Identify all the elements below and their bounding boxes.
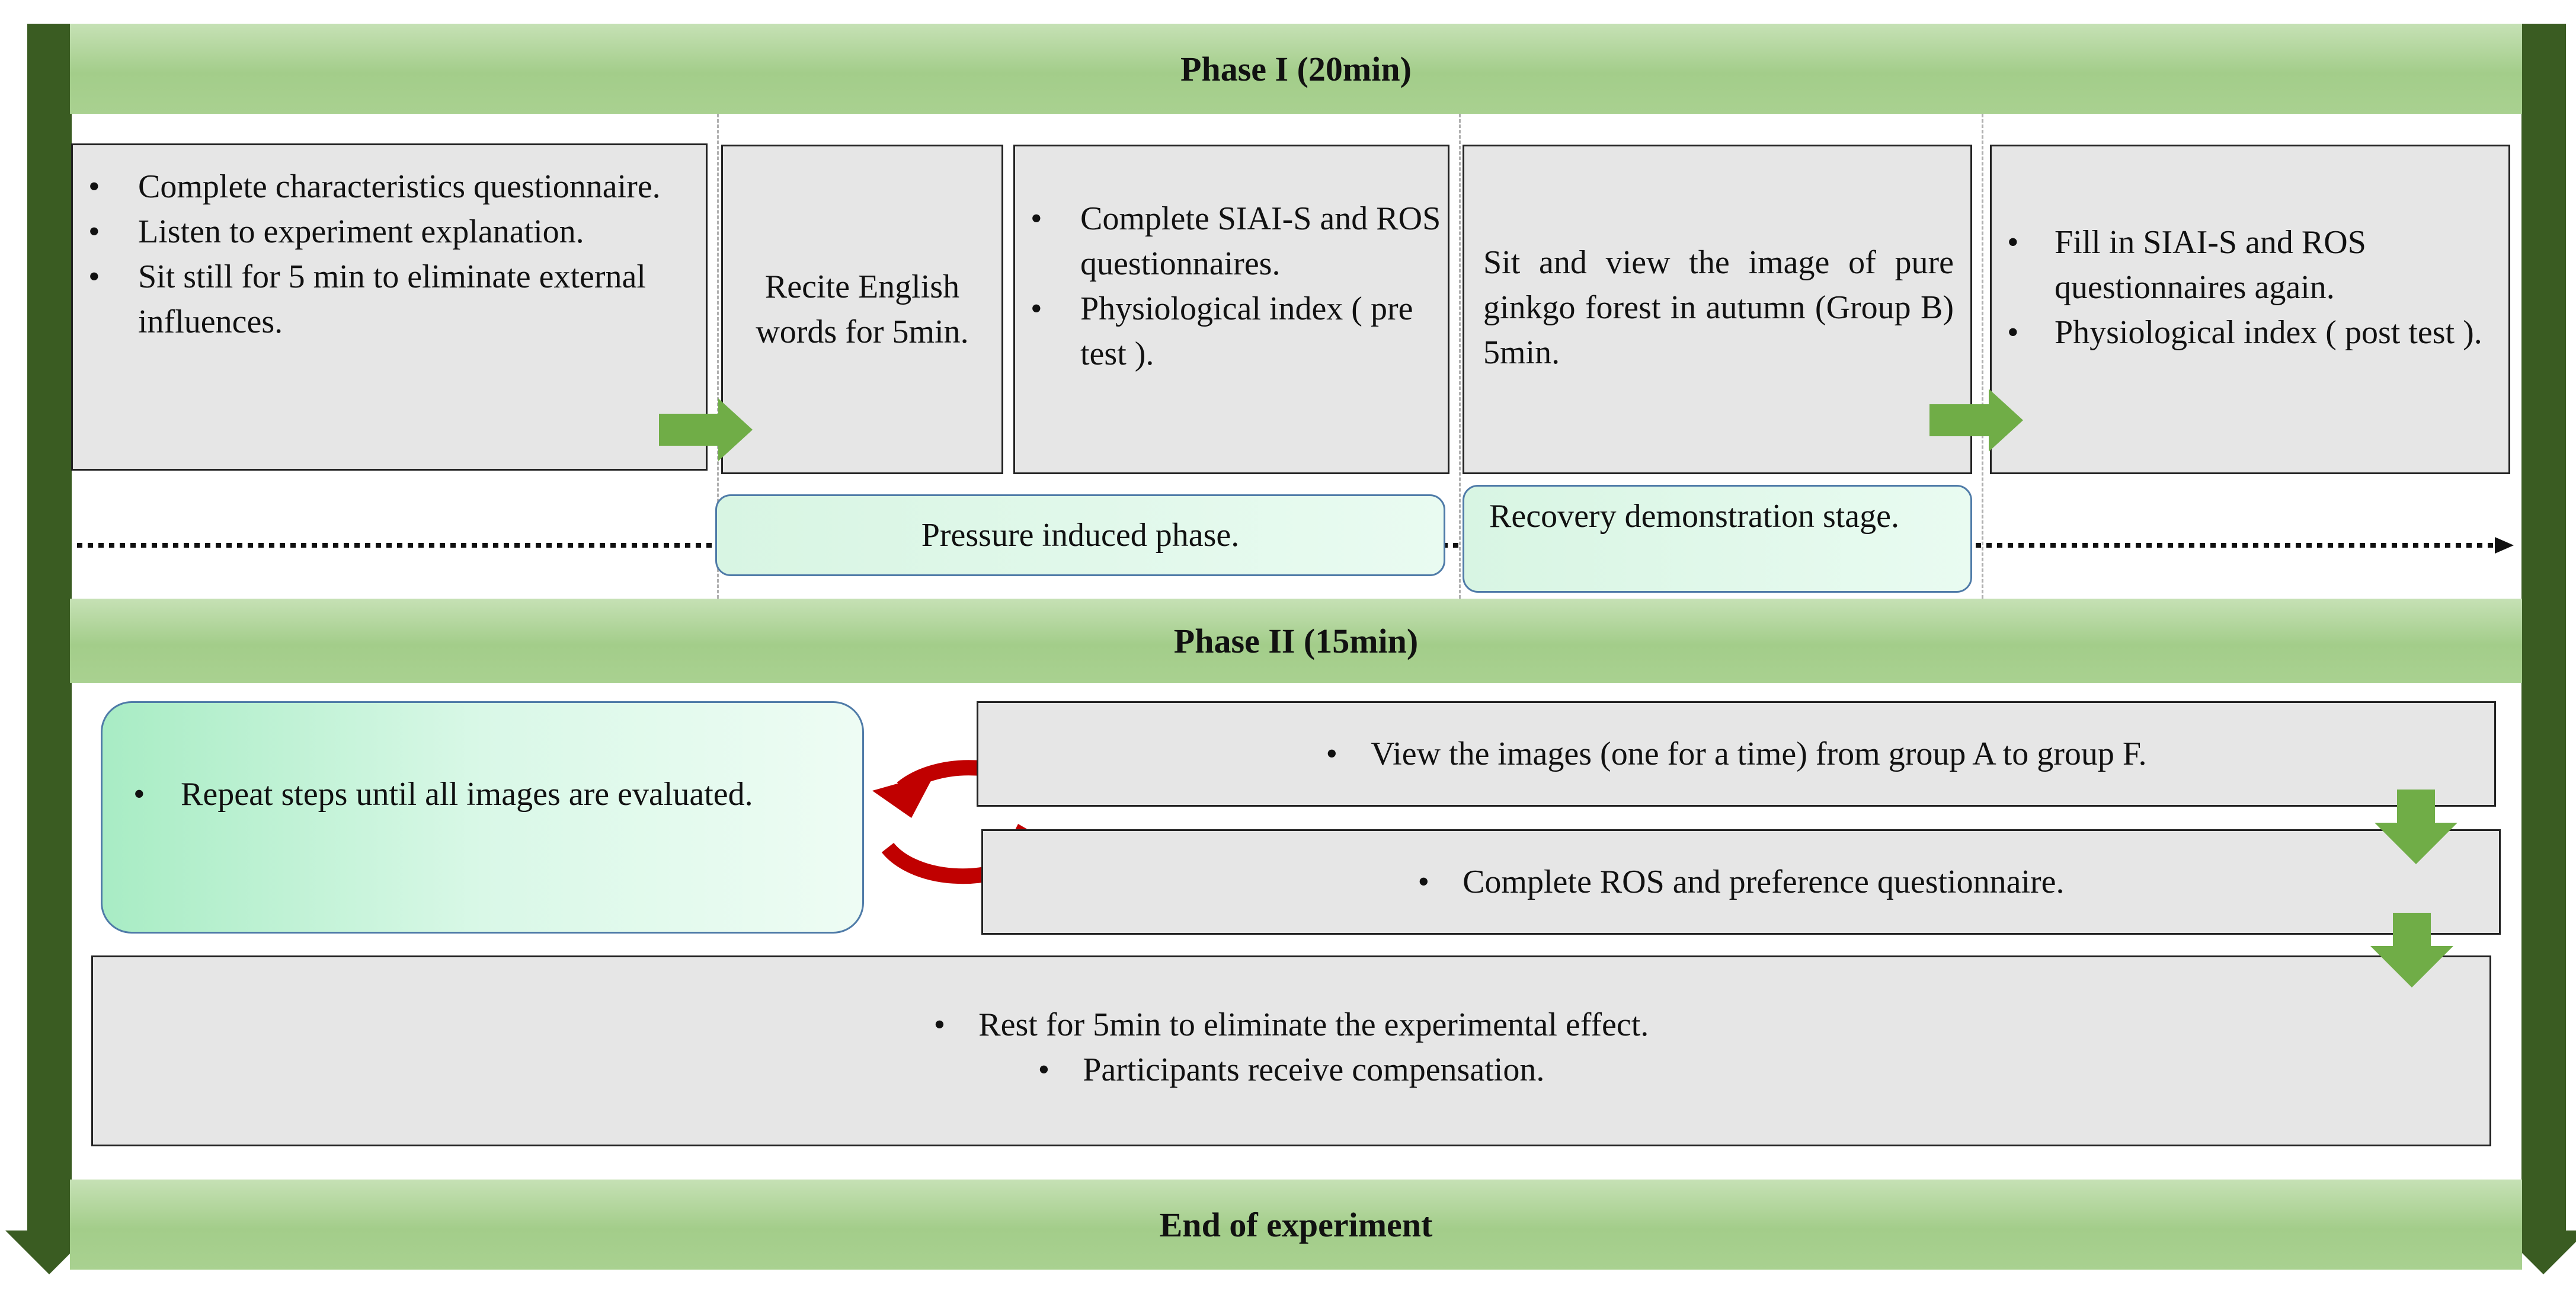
pre-test-step-box: Complete SIAI-S and ROS questionnaires. … xyxy=(1013,145,1449,474)
left-timeline-bar xyxy=(27,24,72,1233)
phase1-title: Phase I (20min) xyxy=(1180,49,1412,88)
recite-text: Recite English words for 5min. xyxy=(756,268,969,350)
characteristics-step-box: Complete characteristics questionnaire. … xyxy=(71,143,708,471)
rest-text: Rest for 5min to eliminate the experimen… xyxy=(978,1006,1649,1043)
step-item: Complete characteristics questionnaire. xyxy=(73,164,694,209)
end-header: End of experiment xyxy=(70,1180,2522,1270)
view-images-step-box: •View the images (one for a time) from g… xyxy=(977,701,2496,807)
step-item: Physiological index ( post test ). xyxy=(1992,310,2503,355)
view-ginkgo-step-box: Sit and view the image of pure ginkgo fo… xyxy=(1463,145,1972,474)
down-arrow-icon xyxy=(2375,790,2457,864)
step-item: Fill in SIAI-S and ROS questionnaires ag… xyxy=(1992,220,2503,310)
step-item: Listen to experiment explanation. xyxy=(73,209,694,254)
repeat-steps-box: Repeat steps until all images are evalua… xyxy=(101,701,864,934)
phase1-header: Phase I (20min) xyxy=(70,24,2522,114)
view-images-text: View the images (one for a time) from gr… xyxy=(1371,735,2147,772)
step-item: Complete SIAI-S and ROS questionnaires. xyxy=(1015,196,1442,286)
step-item: Repeat steps until all images are evalua… xyxy=(103,772,850,817)
rest-step-box: •Rest for 5min to eliminate the experime… xyxy=(91,955,2491,1146)
right-arrow-icon xyxy=(1929,389,2023,452)
ros-questionnaire-text: Complete ROS and preference questionnair… xyxy=(1463,863,2065,900)
end-title: End of experiment xyxy=(1159,1205,1433,1244)
recovery-stage-label: Recovery demonstration stage. xyxy=(1463,485,1972,593)
view-ginkgo-text: Sit and view the image of pure ginkgo fo… xyxy=(1483,244,1954,372)
step-item: Physiological index ( pre test ). xyxy=(1015,286,1442,376)
column-divider xyxy=(1982,114,1983,599)
step-item: Sit still for 5 min to eliminate externa… xyxy=(73,254,694,344)
phase2-header: Phase II (15min) xyxy=(70,599,2522,683)
recovery-stage-text: Recovery demonstration stage. xyxy=(1489,498,1900,535)
right-timeline-bar xyxy=(2521,24,2566,1233)
column-divider xyxy=(1459,114,1461,599)
right-arrow-icon xyxy=(659,398,753,461)
column-divider xyxy=(717,114,719,599)
pressure-stage-text: Pressure induced phase. xyxy=(921,516,1240,554)
down-arrow-icon xyxy=(2370,913,2453,987)
phase2-title: Phase II (15min) xyxy=(1173,621,1419,660)
post-test-step-box: Fill in SIAI-S and ROS questionnaires ag… xyxy=(1990,145,2510,474)
compensation-text: Participants receive compensation. xyxy=(1083,1051,1545,1089)
ros-questionnaire-step-box: •Complete ROS and preference questionnai… xyxy=(981,829,2501,935)
recite-step-box: Recite English words for 5min. xyxy=(721,145,1003,474)
pressure-stage-label: Pressure induced phase. xyxy=(715,494,1445,576)
